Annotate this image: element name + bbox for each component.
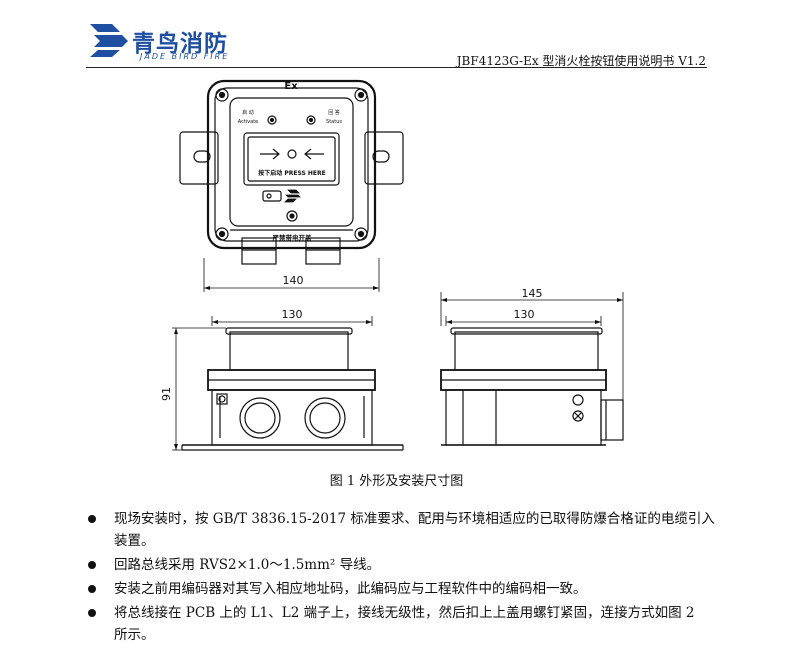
press-here-label: 按下启动 PRESS HERE bbox=[258, 169, 326, 177]
dimension-91: 91 bbox=[160, 387, 173, 401]
list-item-text: 回路总线采用 RVS2×1.0～1.5mm² 导线。 bbox=[114, 557, 381, 573]
list-item-text: 将总线接在 PCB 上的 L1、L2 端子上，接线无级性，然后扣上上盖用螺钉紧固… bbox=[114, 605, 695, 621]
front-view bbox=[179, 79, 404, 265]
list-item-text: 现场安装时，按 GB/T 3836.15-2017 标准要求、配用与环境相适应的… bbox=[114, 511, 715, 527]
list-item-text: 安装之前用编码器对其写入相应地址码，此编码应与工程软件中的编码相一致。 bbox=[114, 581, 587, 597]
list-item: 将总线接在 PCB 上的 L1、L2 端子上，接线无级性，然后扣上上盖用螺钉紧固… bbox=[86, 602, 716, 646]
dimension-lines bbox=[172, 258, 624, 451]
status-label-en: Status bbox=[326, 119, 342, 125]
activate-label-en: Activate bbox=[238, 119, 259, 125]
installation-notes-list: 现场安装时，按 GB/T 3836.15-2017 标准要求、配用与环境相适应的… bbox=[86, 508, 716, 648]
list-item: 回路总线采用 RVS2×1.0～1.5mm² 导线。 bbox=[86, 554, 716, 576]
side-elevation-view bbox=[440, 327, 624, 446]
bottom-elevation-view bbox=[181, 327, 404, 451]
bullet-icon bbox=[88, 585, 96, 593]
bullet-icon bbox=[88, 561, 96, 569]
activate-label-cn: 启 动 bbox=[242, 109, 254, 116]
header-divider bbox=[86, 67, 707, 68]
figure-caption: 图 1 外形及安装尺寸图 bbox=[329, 474, 464, 489]
dimension-130-front: 130 bbox=[282, 308, 303, 321]
list-item-text-cont: 所示。 bbox=[114, 627, 155, 643]
bullet-icon bbox=[88, 609, 96, 617]
bullet-icon bbox=[88, 515, 96, 523]
logo-english-name: JADE BIRD FIRE bbox=[140, 52, 230, 61]
jade-bird-logo-icon bbox=[90, 24, 128, 57]
dimension-drawing: Ex 启 动 Activate 回 答 Status 按下启动 PRESS HE… bbox=[160, 79, 624, 451]
dimension-130-side: 130 bbox=[514, 308, 535, 321]
dimension-figure: Ex 启 动 Activate 回 答 Status 按下启动 PRESS HE… bbox=[160, 78, 630, 466]
warning-label: 严禁带电开盖 bbox=[272, 233, 313, 242]
list-item: 现场安装时，按 GB/T 3836.15-2017 标准要求、配用与环境相适应的… bbox=[86, 508, 716, 552]
document-title: JBF4123G-Ex 型消火栓按钮使用说明书 V1.2 bbox=[456, 54, 706, 68]
list-item: 安装之前用编码器对其写入相应地址码，此编码应与工程软件中的编码相一致。 bbox=[86, 578, 716, 600]
logo-chinese-name: 青鸟消防 bbox=[132, 31, 228, 57]
jade-bird-logo: 青鸟消防 JADE BIRD FIRE bbox=[88, 22, 278, 64]
list-item-text-cont: 装置。 bbox=[114, 533, 155, 549]
status-label-cn: 回 答 bbox=[328, 109, 340, 116]
ex-mark: Ex bbox=[284, 81, 298, 92]
dimension-140: 140 bbox=[283, 274, 304, 287]
dimension-145: 145 bbox=[522, 287, 543, 300]
